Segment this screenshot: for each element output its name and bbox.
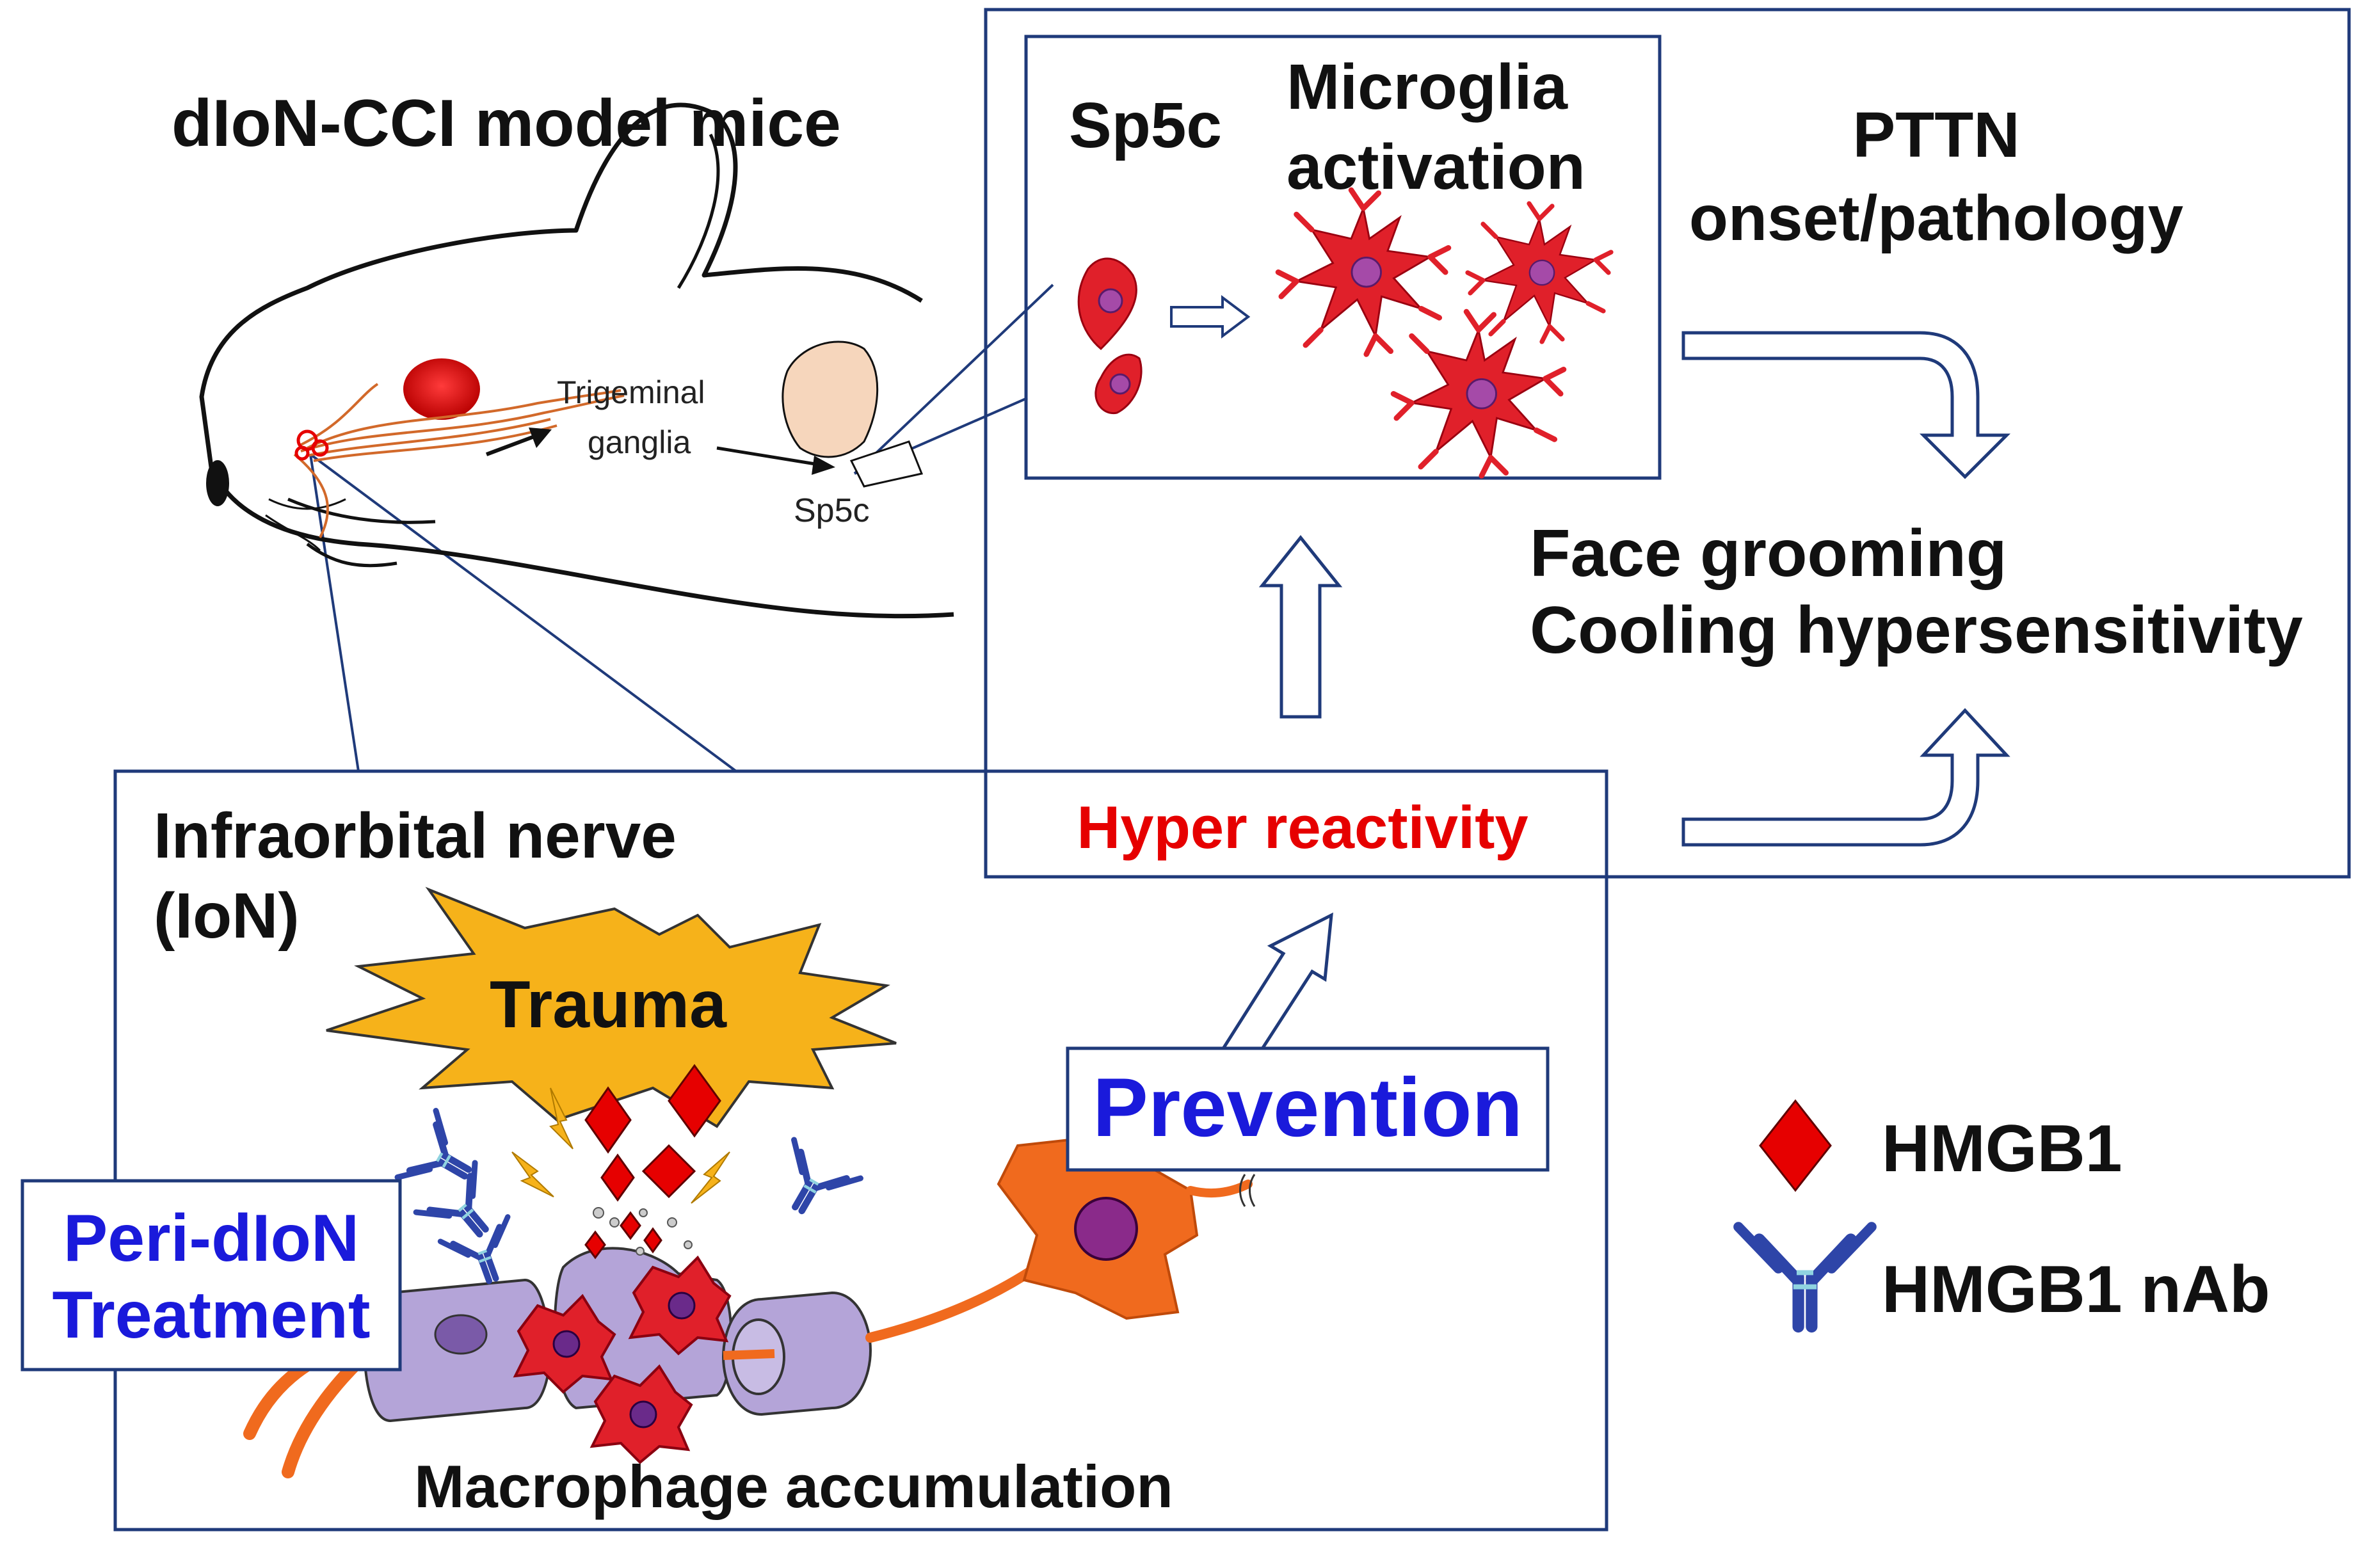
zoom-line-sp5c bbox=[853, 284, 1054, 475]
peri-dion-label-line1: Peri-dIoN bbox=[63, 1201, 359, 1276]
microglia-label-line2: activation bbox=[1287, 131, 1585, 203]
hmgb1-release bbox=[584, 1064, 721, 1260]
macrophage-accumulation-label: Macrophage accumulation bbox=[414, 1453, 1173, 1520]
brain-outcome-frame bbox=[984, 8, 2351, 879]
trauma-burst bbox=[326, 886, 897, 1128]
peripheral-nerve-frame bbox=[113, 769, 1608, 1532]
trigeminal-label-line2: ganglia bbox=[588, 424, 691, 460]
legend-hmgb1-label: HMGB1 bbox=[1882, 1112, 2122, 1186]
legend bbox=[1738, 1099, 1872, 1327]
sp5c-label: Sp5c bbox=[1069, 90, 1222, 161]
whisker-lines bbox=[265, 498, 346, 552]
model-title: dIoN-CCI model mice bbox=[172, 86, 841, 161]
debris-particles bbox=[593, 1207, 693, 1256]
arrow-to-outcome-bottom bbox=[1681, 708, 2010, 847]
resting-microglia-2 bbox=[1095, 353, 1143, 414]
axon-to-macrophage bbox=[865, 1262, 1042, 1343]
antibody-4 bbox=[766, 1140, 861, 1228]
ion-label-line2: (IoN) bbox=[154, 880, 300, 952]
injury-site-icon bbox=[294, 429, 329, 461]
prevention-label: Prevention bbox=[1093, 1060, 1523, 1154]
arrow-to-sp5c bbox=[716, 446, 820, 467]
cooling-label: Cooling hypersensitivity bbox=[1530, 593, 2303, 668]
sp5c-small-label: Sp5c bbox=[794, 492, 870, 529]
nerve-scene bbox=[243, 886, 1256, 1478]
resting-microglia-1 bbox=[1077, 257, 1137, 351]
ear-inner bbox=[677, 133, 720, 289]
arrow-up-to-inset bbox=[1258, 534, 1343, 719]
arrow-to-ganglia bbox=[485, 433, 539, 456]
orange-macrophage bbox=[997, 1099, 1256, 1320]
legend-nab-label: HMGB1 nAb bbox=[1882, 1252, 2270, 1327]
lightning-bolts bbox=[511, 1087, 730, 1204]
activation-arrow bbox=[1170, 295, 1251, 339]
prevention-box bbox=[1066, 1046, 1550, 1172]
arrow-to-ganglia-head bbox=[529, 428, 552, 448]
legend-antibody-icon bbox=[1738, 1227, 1872, 1327]
microglia-label-line1: Microglia bbox=[1287, 51, 1568, 123]
arrow-to-outcome-top bbox=[1681, 331, 2011, 479]
peri-dion-label-line2: Treatment bbox=[52, 1278, 370, 1352]
nose-icon bbox=[206, 460, 229, 506]
face-grooming-label: Face grooming bbox=[1530, 516, 2007, 591]
zoom-line-ion bbox=[309, 453, 737, 772]
brainstem-illustration bbox=[782, 340, 924, 488]
mouse-eye bbox=[403, 358, 480, 420]
arrow-to-sp5c-head bbox=[812, 456, 835, 475]
pttn-label-line2: onset/pathology bbox=[1689, 182, 2184, 254]
trigeminal-label-line1: Trigeminal bbox=[557, 374, 705, 410]
mouse-head-illustration bbox=[199, 102, 954, 619]
trauma-label: Trauma bbox=[490, 968, 727, 1042]
axon-core bbox=[723, 1349, 775, 1360]
arrow-prevention-to-hyper bbox=[1220, 912, 1333, 1068]
ion-label-line1: Infraorbital nerve bbox=[154, 800, 677, 872]
pttn-label-line1: PTTN bbox=[1852, 99, 2019, 171]
mouth-line bbox=[287, 497, 436, 568]
hyper-reactivity-label: Hyper reactivity bbox=[1077, 794, 1528, 861]
mouse-outline bbox=[199, 102, 954, 619]
peri-dion-treatment-box bbox=[20, 1179, 402, 1372]
legend-hmgb1-icon bbox=[1759, 1099, 1832, 1192]
